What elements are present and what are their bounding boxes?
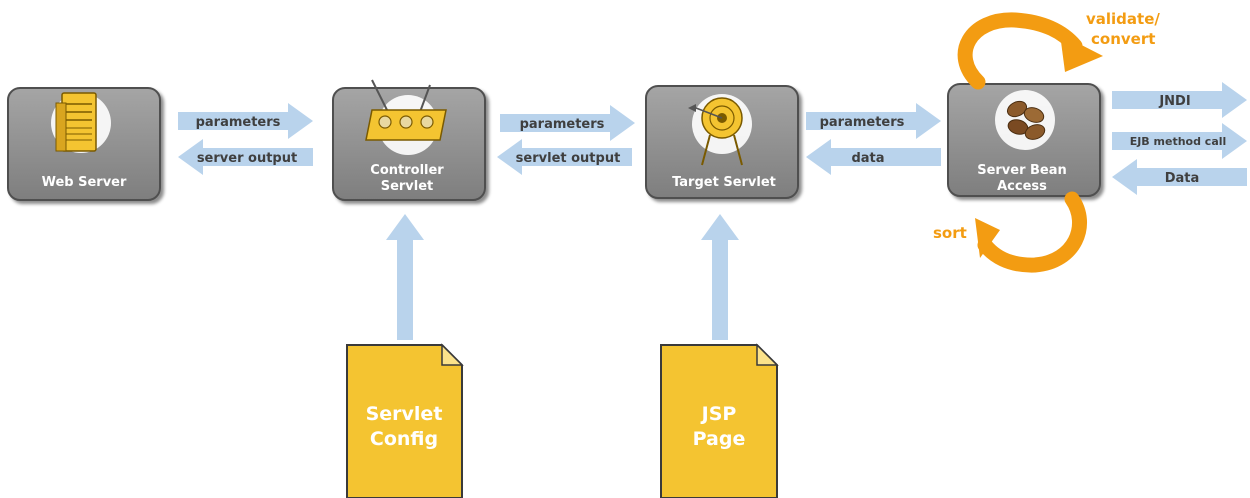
arrow-config-to-controller [386, 214, 424, 340]
node-label-web-server: Web Server [42, 175, 127, 190]
node-label-controller-line1: Controller [370, 163, 444, 178]
document-label-servlet: Servlet [366, 403, 443, 425]
node-label-bean-line2: Access [997, 179, 1047, 194]
arrow-label-parameters-2: parameters [520, 117, 605, 132]
arrow-label-server-output: server output [197, 151, 297, 166]
node-controller-servlet: Controller Servlet [332, 79, 486, 201]
node-label-target-servlet: Target Servlet [672, 175, 776, 190]
arrow-label-data: data [851, 151, 884, 166]
loop-label-convert: convert [1091, 30, 1155, 48]
arrow-data: data [806, 139, 941, 175]
node-server-bean-access: Server Bean Access [947, 83, 1101, 197]
arrow-jsp-to-target [701, 214, 739, 340]
node-web-server: Web Server [7, 87, 161, 201]
loop-arrow-sort: sort [933, 191, 1088, 273]
loop-label-sort: sort [933, 224, 967, 242]
server-tower-icon [55, 92, 97, 152]
arrow-label-parameters-3: parameters [820, 115, 905, 130]
node-target-servlet: Target Servlet [645, 85, 799, 199]
document-label-jsp: JSP [700, 403, 737, 425]
arrow-servlet-output: servlet output [497, 139, 632, 175]
arrow-server-output: server output [178, 139, 313, 175]
arrow-label-data-in: Data [1165, 171, 1200, 186]
arrow-ejb-method-call: EJB method call [1112, 123, 1247, 159]
arrow-label-ejb-method-call: EJB method call [1130, 135, 1227, 148]
loop-arrow-validate-convert: validate/ convert [957, 10, 1160, 90]
document-label-config: Config [370, 428, 438, 450]
arrow-params-target-to-bean: parameters [806, 103, 941, 139]
control-panel-icon [365, 79, 447, 141]
arrow-label-parameters-1: parameters [196, 115, 281, 130]
node-label-controller-line2: Servlet [381, 179, 434, 194]
arrow-data-in: Data [1112, 159, 1247, 195]
target-icon [688, 97, 743, 166]
arrow-params-ws-to-controller: parameters [178, 103, 313, 139]
loop-label-validate: validate/ [1086, 10, 1160, 28]
node-label-bean-line1: Server Bean [977, 163, 1067, 178]
arrow-label-jndi: JNDI [1158, 94, 1190, 109]
arrow-params-controller-to-target: parameters [500, 105, 635, 141]
coffee-beans-icon [1006, 100, 1046, 140]
arrow-label-servlet-output: servlet output [516, 151, 621, 166]
document-label-page: Page [693, 428, 746, 450]
arrow-jndi: JNDI [1112, 82, 1247, 118]
document-jsp-page: JSP Page [660, 343, 779, 498]
document-servlet-config: Servlet Config [346, 343, 464, 498]
